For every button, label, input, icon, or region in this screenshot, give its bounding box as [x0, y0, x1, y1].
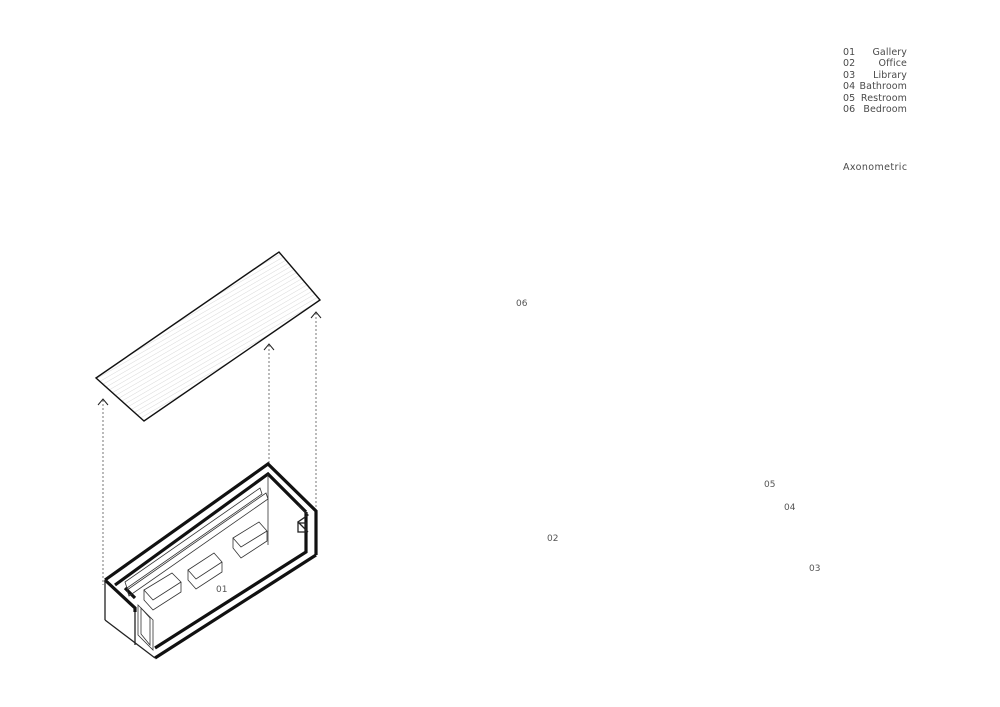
room-label-bedroom: 06: [516, 299, 528, 309]
legend-name: Office: [878, 58, 907, 70]
room-label-office: 02: [547, 534, 559, 544]
gallery-block: [103, 461, 318, 660]
legend-name: Bedroom: [863, 104, 907, 116]
legend-name: Bathroom: [859, 81, 907, 93]
room-label-gallery: 01: [216, 585, 228, 595]
room-label-library: 03: [809, 564, 821, 574]
legend-item: 05 Restroom: [843, 93, 907, 104]
legend-name: Restroom: [860, 92, 907, 104]
room-label-bathroom: 04: [784, 503, 796, 513]
legend-number: 02: [843, 58, 856, 70]
legend-item: 06 Bedroom: [843, 104, 907, 115]
legend-number: 06: [843, 104, 856, 116]
legend-item: 01 Gallery: [843, 47, 907, 58]
room-label-restroom: 05: [764, 480, 776, 490]
legend-number: 04: [843, 81, 856, 93]
legend-name: Gallery: [872, 47, 907, 58]
legend-number: 01: [843, 47, 856, 58]
gallery-dashed-guides: [97, 311, 322, 585]
legend-number: 03: [843, 69, 856, 81]
legend-name: Library: [873, 69, 907, 81]
gallery-roof-slab: [94, 251, 322, 422]
legend-number: 05: [843, 92, 856, 104]
view-type-label: Axonometric: [843, 162, 908, 173]
legend-item: 03 Library: [843, 70, 907, 81]
legend-item: 02 Office: [843, 58, 907, 69]
